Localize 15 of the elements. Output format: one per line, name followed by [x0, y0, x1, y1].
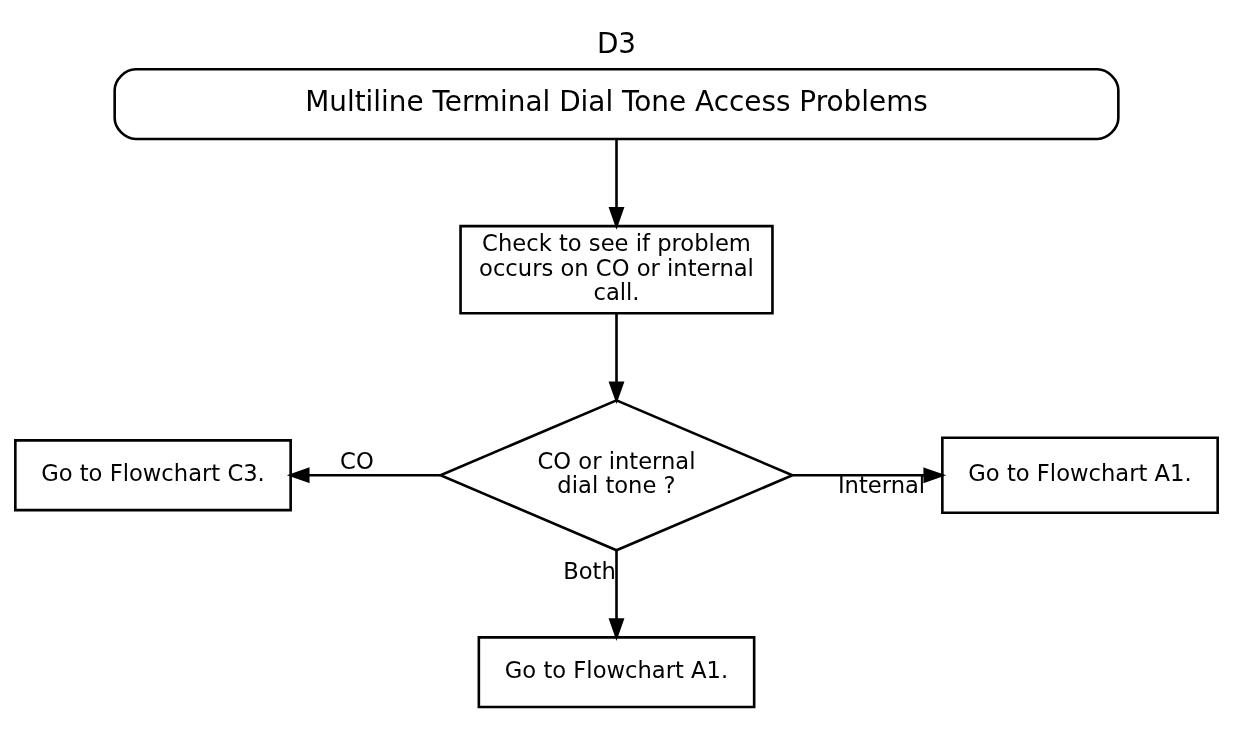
diagram-title: D3	[596, 26, 637, 60]
node-box: Go to Flowchart A1.	[477, 635, 756, 708]
arrow	[793, 466, 947, 483]
node-box: Go to Flowchart C3.	[14, 438, 292, 511]
arrow	[608, 549, 625, 641]
node-diamond: CO or internal dial tone ?	[437, 398, 796, 552]
edge-label: Both	[563, 557, 616, 584]
node-box: Go to Flowchart A1.	[941, 436, 1219, 514]
edge-label: CO	[340, 447, 374, 474]
arrow	[608, 312, 625, 404]
edge-label: Internal	[837, 471, 926, 498]
node-box: Check to see if problem occurs on CO or internal call.	[459, 224, 774, 315]
arrow	[286, 466, 441, 483]
arrow	[608, 138, 625, 230]
node-box: Multiline Terminal Dial Tone Access Problems	[113, 67, 1120, 140]
